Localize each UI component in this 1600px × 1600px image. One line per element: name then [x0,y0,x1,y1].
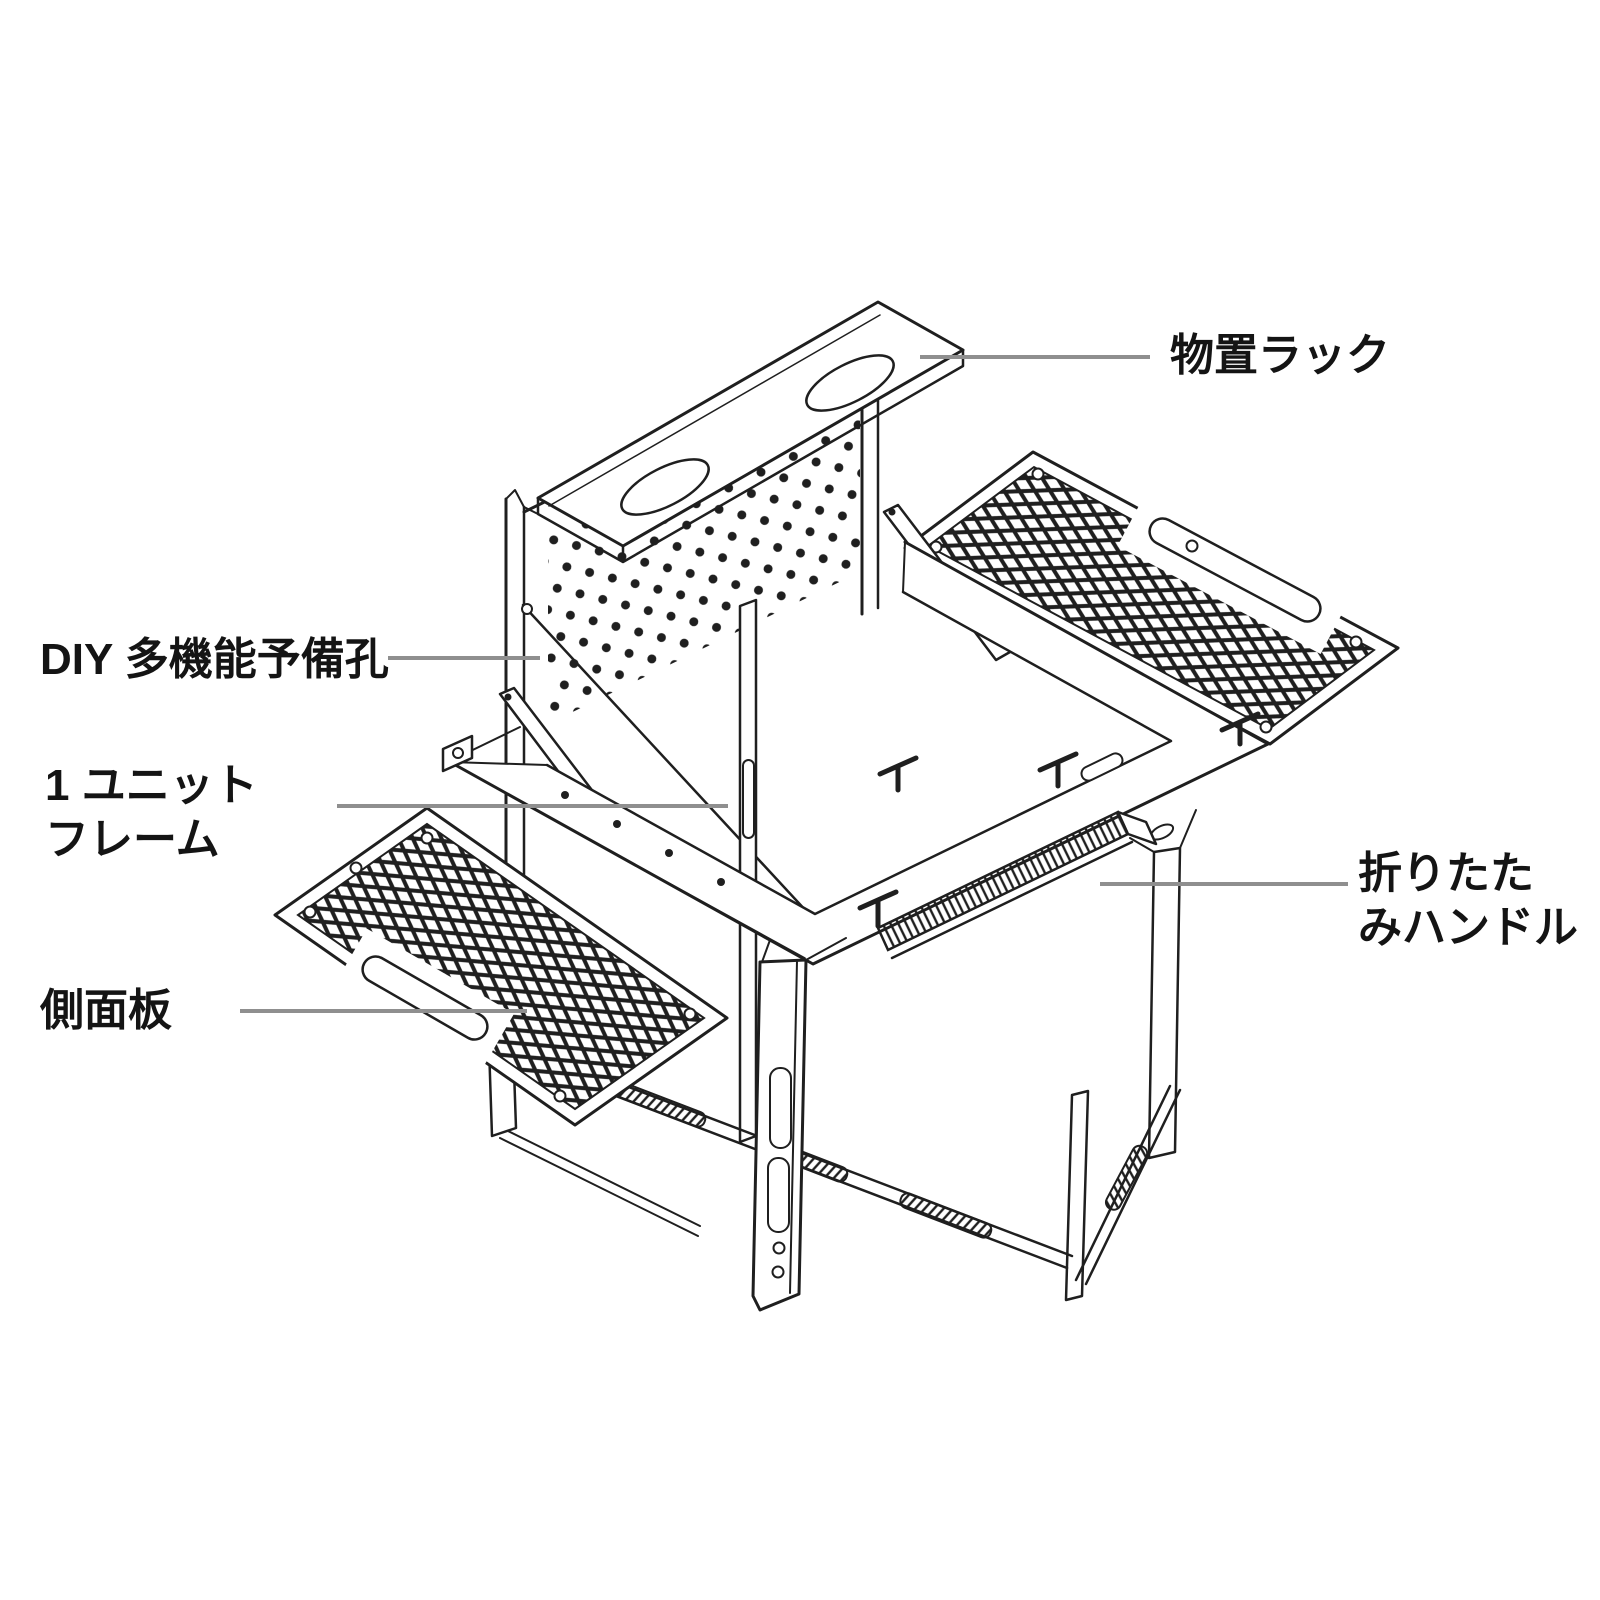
frame-rail-lip [479,778,806,959]
brace-slot-4 [1104,1144,1149,1211]
rack-fold-lines [548,314,957,541]
bracket-hole [452,747,464,759]
left-post-cap [505,489,525,508]
label-folding-handle-1: 折りたた [1358,849,1534,898]
label-unit-frame-1: 1 ユニット [45,761,258,810]
right-side-panel-part [882,450,1400,746]
right-leg-bracket [1129,809,1197,853]
handle-end-bracket [1116,810,1158,846]
front-leg-hole-1 [772,1241,786,1255]
front-leg-slot-1 [769,1067,792,1149]
frame-inner-edge [545,590,1173,916]
label-storage-rack: 物置ラック [1170,331,1390,380]
label-folding-handle-2: みハンドル [1358,903,1578,952]
frame-screws [561,791,725,886]
rod-pivot-top [521,603,533,615]
handle-rail-lower [890,840,1134,960]
brace-left-small [499,1127,701,1237]
label-unit-frame-2: フレーム [45,815,220,864]
right-front-leg [1147,846,1182,1160]
labels: 物置ラック DIY 多機能予備孔 1 ユニット フレーム 折りたた みハンドル … [39,331,1578,1035]
left-panel-screws [303,831,697,1103]
frame-rail-slot [1080,752,1124,782]
legs [1064,809,1197,1302]
frame-t-tabs [877,711,1261,793]
brace-slot-3 [899,1192,993,1239]
folding-handle-part [857,810,1158,960]
rack-hole-left [620,458,710,516]
left-side-panel-part [273,806,729,1138]
label-side-panel: 側面板 [39,986,172,1035]
storage-rack-part [523,300,965,564]
left-panel-mesh [296,822,706,1111]
handle-t-grip [857,889,899,929]
front-leg-hole-2 [771,1265,785,1279]
right-rear-foot [1064,1089,1090,1302]
rack-hole-right [805,354,895,412]
strut-left-pin [504,693,512,701]
front-leg-bracket [761,937,847,963]
front-center-leg [751,937,847,1312]
strut-right-pin [888,508,896,516]
front-leg-slot-2 [767,1157,790,1233]
leader-lines [240,355,1348,1013]
rear-leg-slot [742,759,755,839]
rack-supports [523,365,964,515]
support-rod [521,603,835,942]
right-panel-mesh [926,465,1376,731]
label-diy-holes: DIY 多機能予備孔 [40,635,389,684]
frame-band [450,542,1268,964]
front-leg-edge [789,960,798,1294]
rear-center-leg [738,598,758,1144]
